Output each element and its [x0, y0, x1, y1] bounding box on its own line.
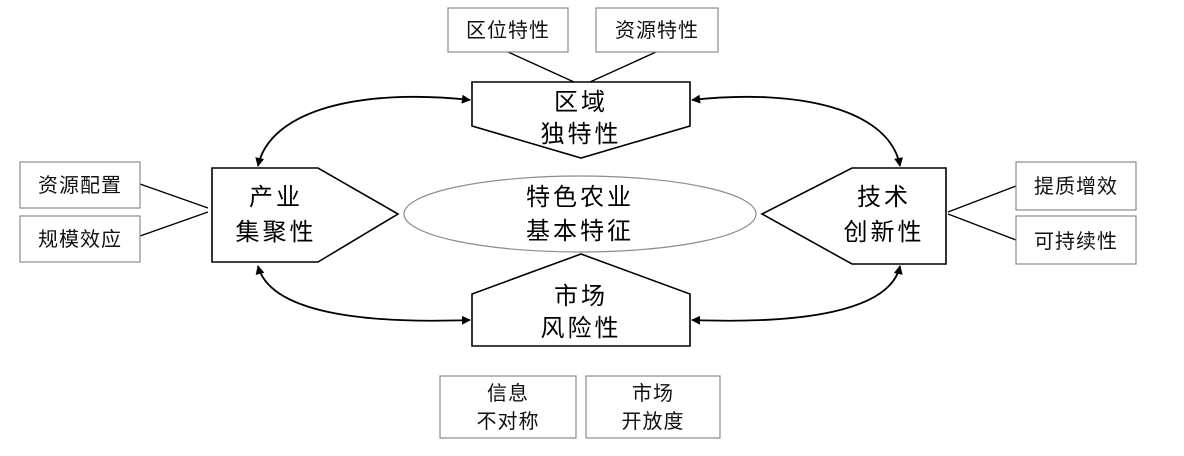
arrow-region-industry — [255, 94, 471, 167]
industry-line1: 产业 — [249, 183, 303, 211]
arrow-region-technology — [691, 94, 903, 167]
technology-input-quality: 提质增效 — [1015, 161, 1137, 211]
region-node: 区域 独特性 — [471, 81, 691, 159]
industry-input-allocation: 资源配置 — [19, 161, 141, 209]
market-line1: 市场 — [554, 282, 608, 310]
market-input-openness: 市场 开放度 — [585, 375, 721, 439]
market-node: 市场 风险性 — [471, 253, 691, 347]
market-input-information-line2: 不对称 — [477, 409, 540, 433]
technology-line2: 创新性 — [844, 218, 925, 246]
connector-lines — [139, 51, 1017, 241]
industry-input-allocation-text: 资源配置 — [38, 173, 122, 197]
center-node: 特色农业 基本特征 — [403, 175, 757, 253]
market-input-information-line1: 信息 — [487, 381, 529, 405]
technology-input-sustainability: 可持续性 — [1015, 215, 1137, 265]
region-input-resource-text: 资源特性 — [615, 18, 699, 42]
region-input-location: 区位特性 — [447, 7, 569, 53]
industry-input-scale-text: 规模效应 — [38, 227, 122, 251]
industry-input-scale: 规模效应 — [19, 215, 141, 263]
market-input-information: 信息 不对称 — [439, 375, 577, 439]
arrow-industry-market — [255, 265, 471, 325]
market-input-openness-line1: 市场 — [632, 381, 674, 405]
market-line2: 风险性 — [541, 314, 622, 342]
industry-node: 产业 集聚性 — [211, 167, 400, 263]
technology-input-sustainability-text: 可持续性 — [1034, 229, 1118, 253]
technology-input-quality-text: 提质增效 — [1034, 174, 1118, 198]
arrow-technology-market — [691, 265, 903, 325]
relation-arrows — [255, 94, 903, 325]
region-input-resource: 资源特性 — [595, 7, 719, 53]
technology-node: 技术 创新性 — [760, 167, 947, 265]
region-line2: 独特性 — [541, 120, 622, 148]
region-line1: 区域 — [554, 88, 608, 116]
center-line2: 基本特征 — [526, 217, 634, 245]
region-input-location-text: 区位特性 — [466, 18, 550, 42]
industry-line2: 集聚性 — [236, 218, 317, 246]
technology-line1: 技术 — [857, 183, 911, 211]
center-line1: 特色农业 — [526, 183, 634, 211]
market-input-openness-line2: 开放度 — [622, 409, 685, 433]
